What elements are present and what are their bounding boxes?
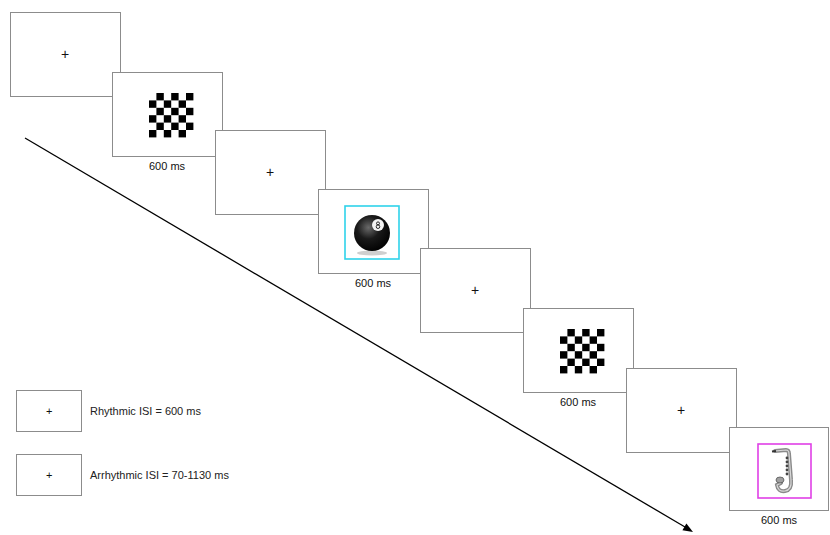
stimulus-picture bbox=[319, 190, 428, 273]
ball bbox=[354, 215, 390, 251]
checker-cell bbox=[171, 123, 178, 130]
fixation-cross: + bbox=[677, 402, 685, 418]
checker-cell bbox=[186, 93, 193, 100]
ball-mark bbox=[377, 222, 380, 225]
stimulus-screen: 600 ms bbox=[523, 308, 634, 393]
checker-cell bbox=[560, 366, 567, 373]
checker-cell bbox=[590, 336, 597, 343]
legend-label: Rhythmic ISI = 600 ms bbox=[90, 405, 201, 417]
stimulus-screen: 600 ms bbox=[729, 427, 829, 511]
sax-bell bbox=[776, 477, 784, 483]
sax-body bbox=[775, 450, 791, 491]
stimulus-picture bbox=[113, 73, 222, 156]
checker-cell bbox=[186, 108, 193, 115]
checker-cell bbox=[575, 366, 582, 373]
checkerboard bbox=[149, 93, 193, 137]
checker-cell bbox=[560, 351, 567, 358]
duration-label: 600 ms bbox=[560, 396, 596, 409]
cyan-frame bbox=[345, 206, 399, 259]
duration-label: 600 ms bbox=[761, 514, 797, 527]
checker-cell bbox=[582, 344, 589, 351]
ball-mark bbox=[376, 225, 380, 229]
checker-cell bbox=[164, 100, 171, 107]
sax-key bbox=[786, 469, 789, 472]
checker-cell bbox=[149, 115, 156, 122]
fixation-screen: + bbox=[626, 368, 737, 453]
checker-cell bbox=[171, 93, 178, 100]
checker-cell bbox=[567, 344, 574, 351]
checker-cell bbox=[156, 123, 163, 130]
stimulus-picture bbox=[524, 309, 633, 392]
legend-label: Arrhythmic ISI = 70-1130 ms bbox=[90, 469, 229, 481]
duration-label: 600 ms bbox=[149, 160, 185, 173]
checker-cell bbox=[179, 100, 186, 107]
checker-cell bbox=[590, 366, 597, 373]
checker-cell bbox=[597, 359, 604, 366]
sax-key bbox=[786, 473, 789, 476]
fixation-cross: + bbox=[471, 282, 479, 298]
checker-cell bbox=[582, 359, 589, 366]
arrow-head bbox=[682, 524, 693, 533]
checker-cell bbox=[156, 93, 163, 100]
fixation-cross: + bbox=[61, 46, 69, 62]
sax-key bbox=[786, 457, 789, 460]
sax-mouthpiece bbox=[772, 450, 776, 453]
legend-sample-screen: + bbox=[16, 390, 82, 432]
duration-label: 600 ms bbox=[355, 277, 391, 290]
sax-key bbox=[786, 465, 789, 468]
checker-cell bbox=[156, 108, 163, 115]
checker-cell bbox=[567, 329, 574, 336]
checker-cell bbox=[567, 359, 574, 366]
checker-cell bbox=[590, 351, 597, 358]
stimulus-screen: 600 ms bbox=[112, 72, 223, 157]
checker-cell bbox=[560, 336, 567, 343]
checkerboard bbox=[560, 329, 604, 373]
checker-cell bbox=[179, 130, 186, 137]
fixation-screen: + bbox=[215, 130, 326, 215]
checker-cell bbox=[597, 329, 604, 336]
time-axis-line bbox=[25, 138, 685, 527]
checker-cell bbox=[597, 344, 604, 351]
stimulus-screen: 600 ms bbox=[318, 189, 429, 274]
sax-key bbox=[786, 461, 789, 464]
checker-cell bbox=[149, 100, 156, 107]
checker-cell bbox=[186, 123, 193, 130]
sax-highlight bbox=[775, 450, 791, 491]
checker-cell bbox=[575, 351, 582, 358]
fixation-cross: + bbox=[46, 469, 52, 482]
fixation-cross: + bbox=[46, 405, 52, 418]
ball-spot bbox=[372, 219, 384, 231]
checker-cell bbox=[164, 115, 171, 122]
fixation-cross: + bbox=[266, 164, 274, 180]
fixation-screen: + bbox=[10, 12, 121, 97]
checker-cell bbox=[171, 108, 178, 115]
ball-shadow bbox=[357, 251, 387, 256]
checker-cell bbox=[582, 329, 589, 336]
legend-sample-screen: + bbox=[16, 454, 82, 496]
checker-cell bbox=[575, 336, 582, 343]
checker-cell bbox=[164, 130, 171, 137]
checker-cell bbox=[179, 115, 186, 122]
stimulus-picture bbox=[730, 428, 828, 510]
saxophone-picture bbox=[758, 444, 811, 498]
checker-cell bbox=[149, 130, 156, 137]
fixation-screen: + bbox=[420, 248, 531, 333]
billiard-ball-picture bbox=[345, 206, 399, 259]
magenta-frame bbox=[758, 444, 811, 498]
